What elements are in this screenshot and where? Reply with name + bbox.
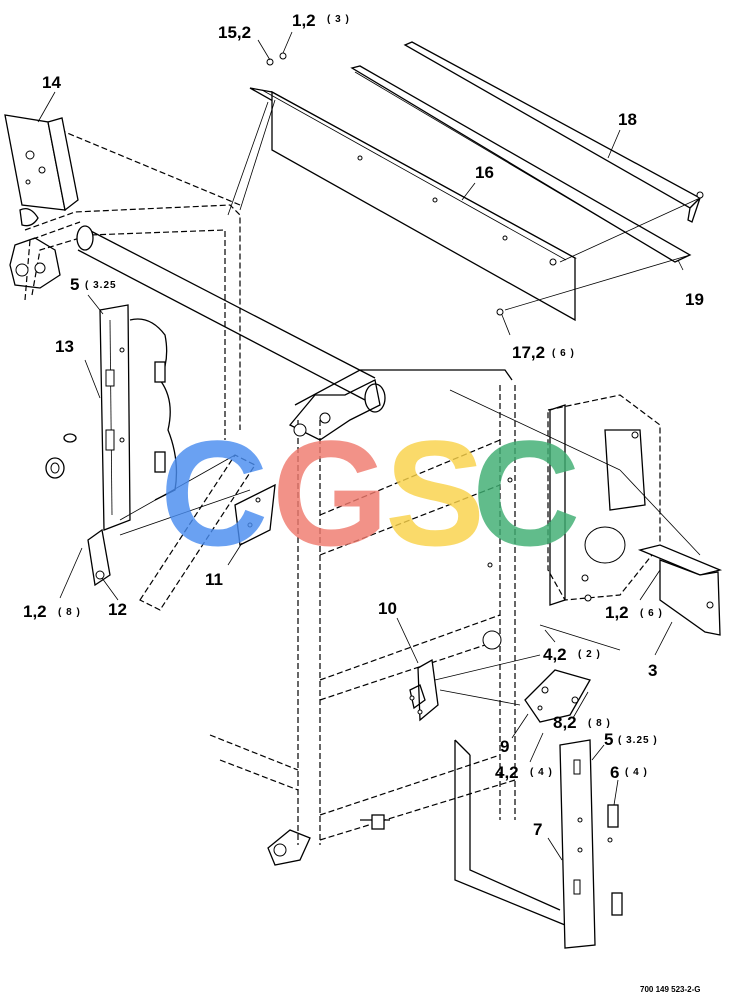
left-hub [9, 237, 61, 289]
callout-1-top: 1,2 [292, 11, 316, 30]
callout-1-right-qty: ( 6 ) [640, 608, 663, 619]
leader-lines [37, 31, 701, 861]
callout-1-right: 1,2 [605, 603, 629, 622]
callout-15: 15,2 [218, 23, 251, 42]
callout-11: 11 [205, 570, 223, 589]
arm-11 [139, 454, 276, 611]
callout-5-right-qty: ( 3.25 ) [618, 735, 658, 746]
bracket-10 [409, 658, 439, 722]
bolt-7 [607, 837, 613, 843]
right-side-panel [547, 394, 661, 606]
watermark-letter-c1: C [160, 409, 268, 577]
bracket-14 [4, 114, 79, 227]
watermark-letter-c2: C [472, 409, 580, 577]
callout-4-a: 4,2 [543, 645, 567, 664]
watermark-logo: C G S C [160, 409, 580, 577]
bolt-18 [696, 191, 704, 199]
bracket-3 [637, 544, 723, 636]
callout-5-left: 5 [70, 275, 79, 294]
callout-7: 7 [533, 820, 542, 839]
pads-left [154, 361, 166, 473]
watermark-letter-s: S [385, 409, 485, 577]
pin-left [63, 433, 77, 443]
callout-10: 10 [378, 599, 397, 618]
callout-17: 17,2 [512, 343, 545, 362]
rear-lines [209, 734, 299, 791]
plate-13 [99, 304, 131, 531]
callout-12: 12 [108, 600, 127, 619]
callout-5-right: 5 [604, 730, 613, 749]
callout-8-qty: ( 8 ) [588, 718, 611, 729]
callout-6: 6 [610, 763, 619, 782]
bracket-12 [87, 528, 111, 587]
callout-4-b-qty: ( 4 ) [530, 767, 553, 778]
callout-5-left-qty: ( 3.25 [85, 280, 117, 291]
callout-17-qty: ( 6 ) [552, 348, 575, 359]
drawing-code: 700 149 523-2-G [640, 985, 701, 994]
main-frame [267, 369, 516, 866]
callout-4-a-qty: ( 2 ) [578, 649, 601, 660]
pads-6 [607, 804, 623, 916]
callout-18: 18 [618, 110, 637, 129]
washer-left [45, 457, 65, 479]
bolt-17 [496, 308, 504, 316]
angle-bar-16 [249, 87, 577, 322]
callout-4-b: 4,2 [495, 763, 519, 782]
plate-7 [559, 739, 596, 949]
lower-panel-outline [454, 739, 566, 926]
callout-1-top-qty: ( 3 ) [327, 14, 350, 25]
callout-13: 13 [55, 337, 74, 356]
watermark-letter-g: G [272, 409, 389, 577]
callout-1-left-qty: ( 8 ) [58, 607, 81, 618]
callout-labels: 14 15,2 1,2 ( 3 ) 16 18 19 17,2 ( 6 ) 5 … [23, 11, 704, 994]
callout-19: 19 [685, 290, 704, 309]
callout-1-left: 1,2 [23, 602, 47, 621]
callout-9: 9 [500, 737, 509, 756]
callout-3: 3 [648, 661, 657, 680]
plate-9 [524, 669, 591, 723]
bolt-15 [266, 58, 274, 66]
callout-16: 16 [475, 163, 494, 182]
bolt-1-top [279, 52, 287, 60]
callout-8: 8,2 [553, 713, 577, 732]
callout-14: 14 [42, 73, 61, 92]
callout-6-qty: ( 4 ) [625, 767, 648, 778]
